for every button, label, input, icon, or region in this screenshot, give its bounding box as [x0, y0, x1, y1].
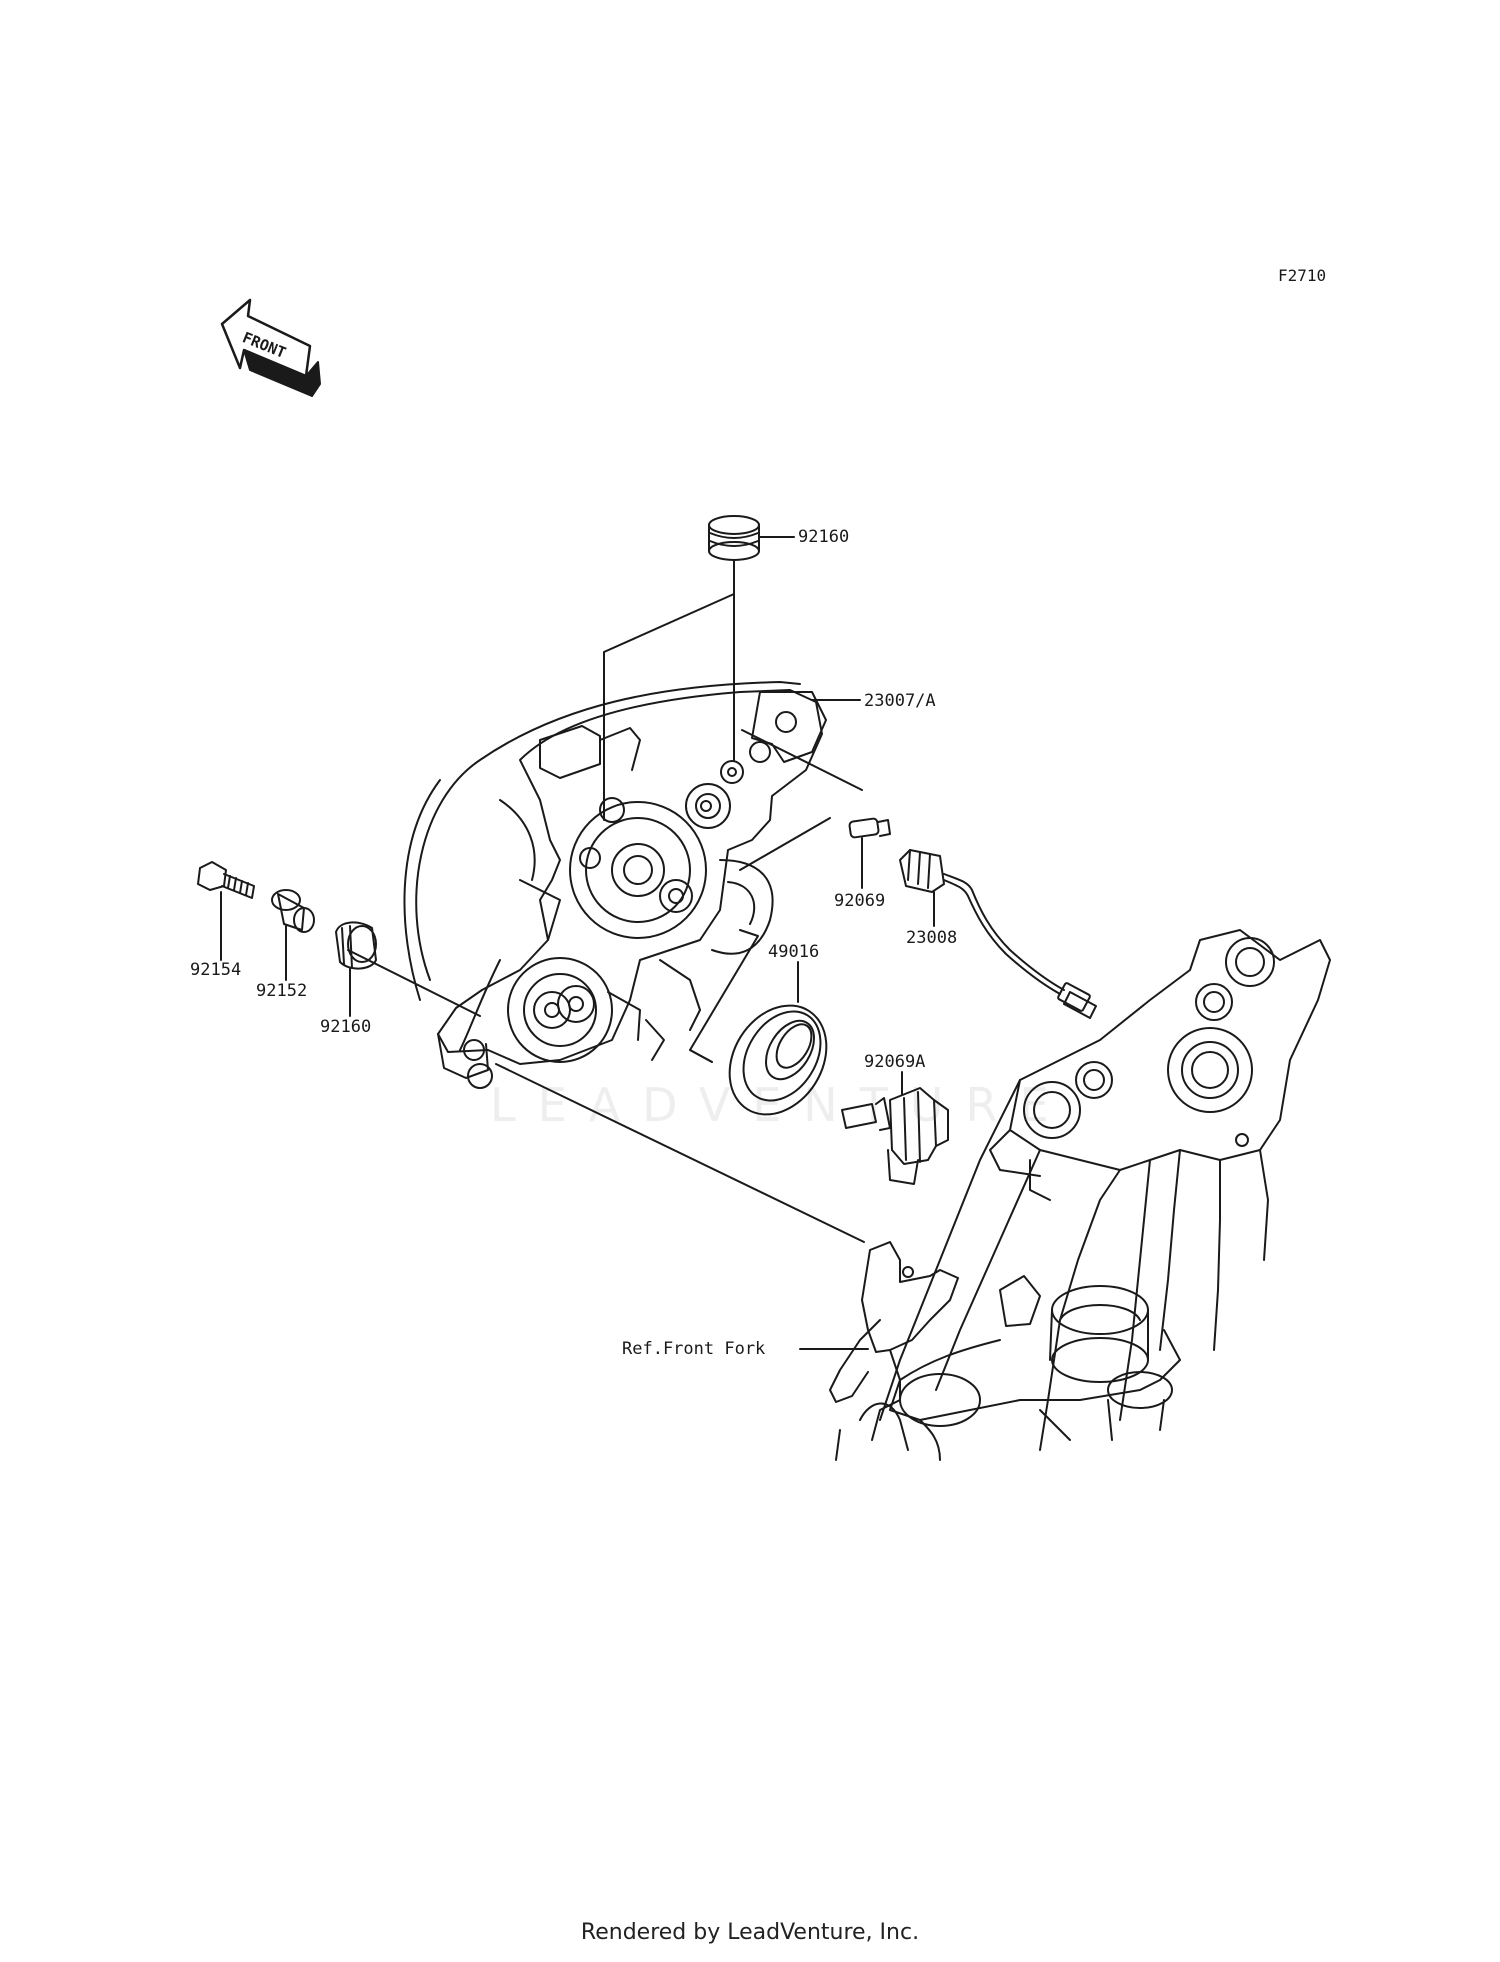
- footer-credit: Rendered by LeadVenture, Inc.: [580, 1920, 920, 1945]
- front-fork-assembly: [829, 929, 1331, 1461]
- watermark: LEADVENTURE: [490, 1078, 1071, 1132]
- leader-to-92069: [739, 817, 831, 871]
- seal-49016-icon: [728, 1004, 828, 1116]
- grommet-top-icon: [708, 515, 760, 561]
- part-label-92069[interactable]: 92069: [834, 891, 886, 911]
- part-label-ref-front-fork[interactable]: Ref.Front Fork: [622, 1339, 766, 1359]
- front-arrow-icon: FRONT: [220, 298, 321, 397]
- bulb-92069A-icon: [841, 1087, 949, 1185]
- part-label-92154[interactable]: 92154: [190, 960, 242, 980]
- part-label-92160-side[interactable]: 92160: [320, 1017, 372, 1037]
- part-label-23007[interactable]: 23007/A: [864, 691, 936, 711]
- leader-92160-side: [347, 949, 481, 1017]
- part-label-23008[interactable]: 23008: [906, 928, 958, 948]
- leader-to-front-fork: [495, 1063, 865, 1243]
- bulb-92069-icon: [848, 817, 891, 839]
- socket-23008-icon: [899, 849, 1097, 1019]
- grommet-side-icon: [335, 921, 377, 970]
- part-label-92160-top[interactable]: 92160: [798, 527, 850, 547]
- diagram-code: F2710: [1278, 266, 1327, 285]
- leader-49016-end: [689, 1049, 713, 1063]
- leader-socket-92069: [741, 729, 863, 791]
- leader-92160-top-branch-left: [603, 593, 735, 821]
- part-label-49016[interactable]: 49016: [768, 942, 820, 962]
- headlight-housing: [403, 681, 827, 1089]
- bolt-92154-icon: [197, 861, 255, 899]
- part-label-92152[interactable]: 92152: [256, 981, 308, 1001]
- part-label-92069A[interactable]: 92069A: [864, 1052, 926, 1072]
- collar-92152-icon: [271, 889, 315, 933]
